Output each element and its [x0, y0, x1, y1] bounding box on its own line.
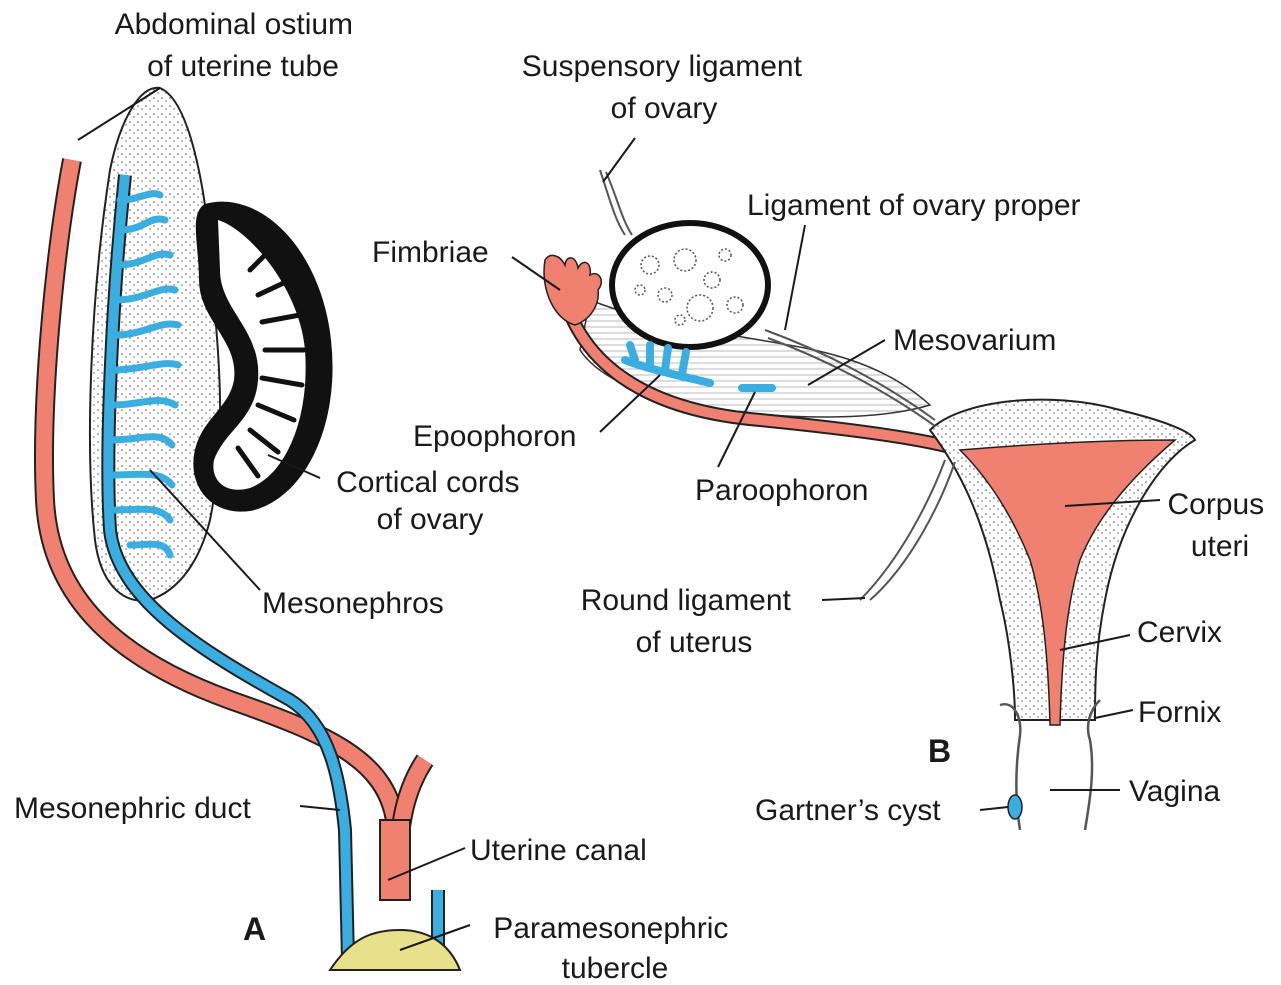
label-suspensory-ligament-line2: of ovary [611, 92, 718, 125]
label-cervix: Cervix [1137, 616, 1222, 649]
label-abdominal-ostium: Abdominal ostium of uterine tube [115, 8, 362, 83]
label-corpus-uteri-line2: uteri [1191, 530, 1249, 563]
label-paroophoron: Paroophoron [695, 474, 868, 507]
label-suspensory-ligament-line1: Suspensory ligament [522, 50, 803, 83]
label-round-ligament-line2: of uterus [636, 626, 753, 659]
label-suspensory-ligament: Suspensory ligament of ovary [522, 50, 811, 125]
label-paramesonephric-tubercle-line2: tubercle [562, 952, 669, 985]
round-ligament-b [860, 460, 955, 600]
label-fimbriae: Fimbriae [372, 236, 489, 269]
label-cortical-cords: Cortical cords of ovary [336, 466, 528, 536]
label-mesonephric-duct: Mesonephric duct [14, 792, 251, 825]
label-mesonephros: Mesonephros [262, 587, 444, 620]
label-uterine-canal: Uterine canal [470, 834, 647, 867]
label-gartners-cyst: Gartner’s cyst [755, 794, 941, 827]
label-mesovarium: Mesovarium [893, 324, 1056, 357]
label-round-ligament: Round ligament of uterus [581, 584, 799, 659]
label-corpus-uteri-line1: Corpus [1167, 488, 1264, 521]
label-cortical-cords-line2: of ovary [377, 503, 484, 536]
panel-label-a: A [243, 911, 266, 947]
label-corpus-uteri: Corpus uteri [1167, 488, 1272, 563]
label-ligament-ovary-proper: Ligament of ovary proper [747, 189, 1081, 222]
label-round-ligament-line1: Round ligament [581, 584, 792, 617]
panel-b-drawing [544, 170, 1195, 830]
gartners-cyst-b [1008, 795, 1022, 819]
ovary-b [612, 223, 768, 347]
label-vagina: Vagina [1129, 775, 1221, 808]
label-paramesonephric-tubercle-line1: Paramesonephric [493, 912, 728, 945]
label-cortical-cords-line1: Cortical cords [336, 466, 519, 499]
label-abdominal-ostium-line1: Abdominal ostium [115, 8, 353, 41]
label-paramesonephric-tubercle: Paramesonephric tubercle [493, 912, 736, 985]
label-abdominal-ostium-line2: of uterine tube [147, 50, 339, 83]
label-epoophoron: Epoophoron [413, 420, 576, 453]
panel-label-b: B [928, 733, 951, 769]
label-fornix: Fornix [1138, 696, 1221, 729]
